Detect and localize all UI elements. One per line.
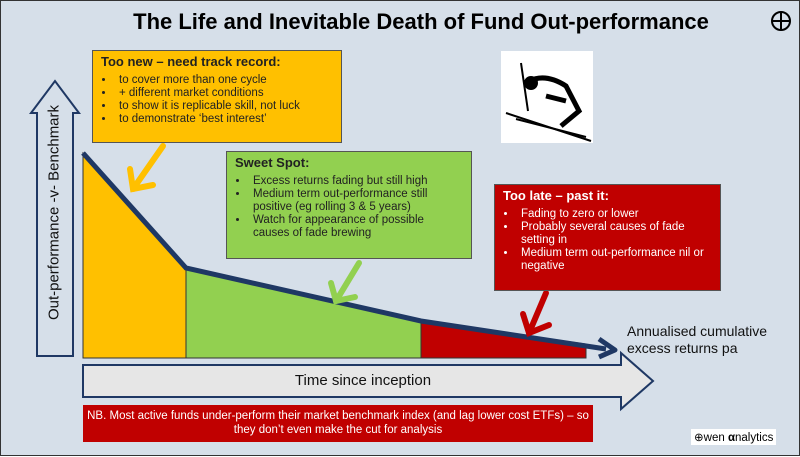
fade-curve (81, 151, 607, 352)
note-box: NB. Most active funds under-perform thei… (83, 405, 593, 442)
phase-bullet: to show it is replicable skill, not luck (115, 100, 333, 113)
phase-bullet: + different market conditions (115, 87, 333, 100)
phase-bullet: to cover more than one cycle (115, 74, 333, 87)
phase-bullet: Medium term out-performance still positi… (249, 188, 463, 214)
phase-bullet: Watch for appearance of possible causes … (249, 214, 463, 240)
y-axis-label: Out-performance -v- Benchmark (45, 104, 63, 321)
pointer-arrow-yellow (127, 143, 166, 193)
logo-text: nalytics (735, 432, 774, 444)
page-title: The Life and Inevitable Death of Fund Ou… (133, 9, 709, 34)
phase-bullet: Fading to zero or lower (517, 208, 712, 221)
logo-text: wen (703, 432, 728, 444)
phase-bullet: Excess returns fading but still high (249, 175, 463, 188)
pointer-arrow-red (520, 290, 552, 337)
logo-alpha: α (727, 432, 736, 444)
y-axis-arrow (29, 79, 81, 357)
x-axis-label: Time since inception (294, 372, 432, 389)
phase-box-sweet-spot: Sweet Spot: Excess returns fading but st… (226, 151, 472, 259)
x-axis-arrow (82, 350, 655, 412)
phase-heading: Too new – need track record: (101, 54, 281, 69)
curve-label: Annualised cumulative excess returns pa (627, 323, 768, 356)
phase-bullet: Medium term out-performance nil or negat… (517, 247, 712, 273)
phase-box-too-new: Too new – need track record: to cover mo… (92, 50, 342, 143)
fade-curve-arrowhead (597, 336, 618, 360)
phase-heading: Too late – past it: (503, 188, 609, 203)
phase-heading: Sweet Spot: (235, 155, 310, 170)
crosshair-o-icon: ⊕ (694, 432, 704, 444)
phase-box-too-late: Too late – past it: Fading to zero or lo… (494, 184, 721, 291)
owen-analytics-logo: ⊕wen αnalytics (691, 429, 777, 445)
phase-bullet: to demonstrate ‘best interest’ (115, 113, 333, 126)
crosshair-logo-icon (771, 11, 791, 31)
phase-bullet: Probably several causes of fade setting … (517, 221, 712, 247)
skier-illustration (501, 51, 593, 143)
pointer-arrow-green (328, 260, 362, 305)
